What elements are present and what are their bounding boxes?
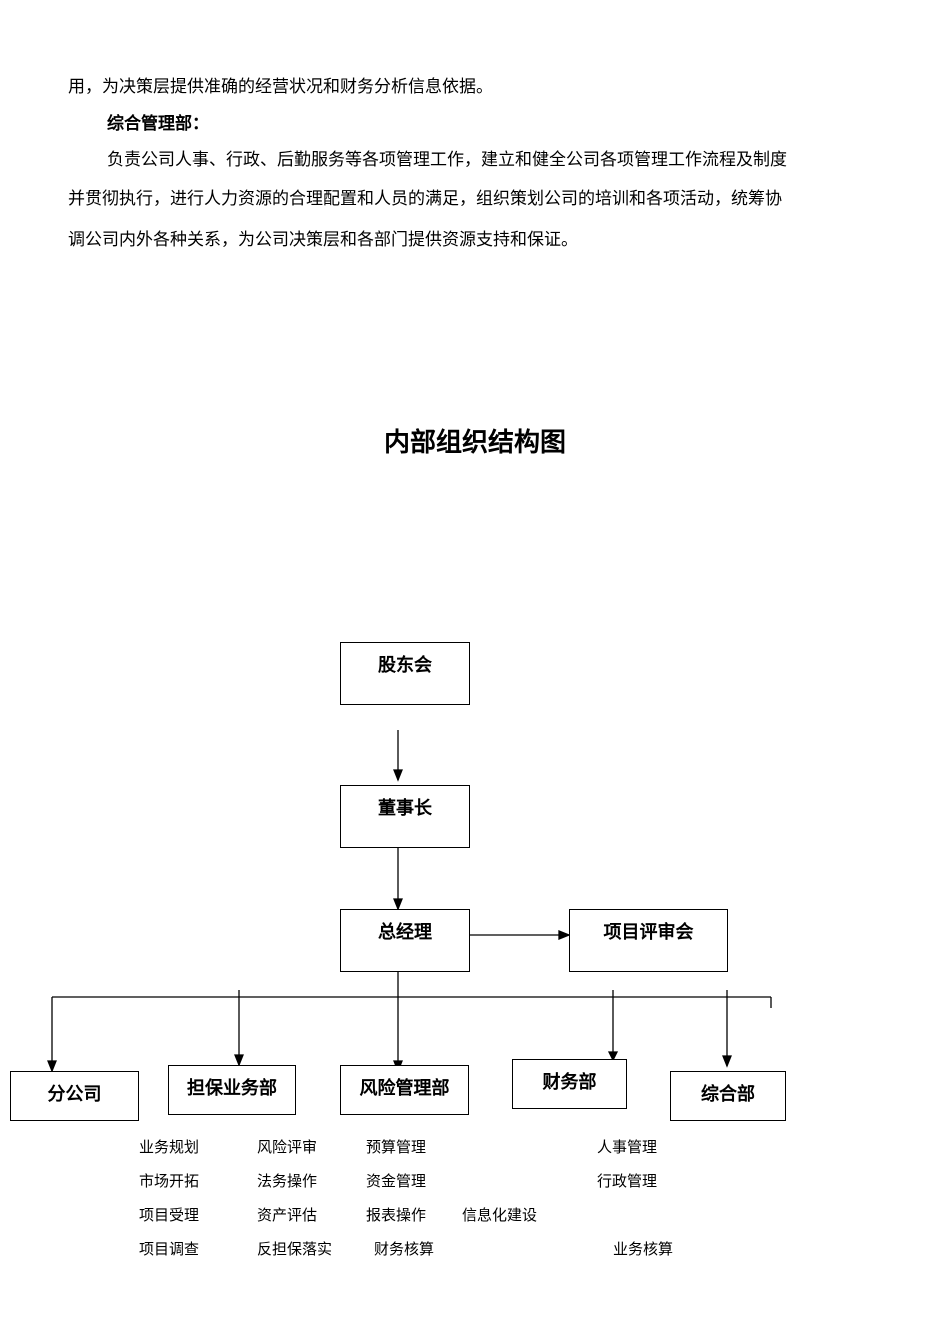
section-heading: 综合管理部： — [107, 114, 209, 134]
paragraph-line: 负责公司人事、行政、后勤服务等各项管理工作，建立和健全公司各项管理工作流程及制度 — [107, 150, 787, 170]
duty-item: 风险评审 — [257, 1138, 318, 1156]
org-chart-title: 内部组织结构图 — [383, 428, 566, 458]
duty-item: 反担保落实 — [257, 1240, 333, 1258]
duty-item: 人事管理 — [597, 1138, 658, 1156]
duty-item: 市场开拓 — [139, 1172, 200, 1190]
node-label: 总经理 — [378, 922, 432, 943]
node-admin-dept: 综合部 — [670, 1071, 786, 1121]
duty-item: 资产评估 — [257, 1206, 318, 1224]
duty-item: 业务核算 — [613, 1240, 674, 1258]
node-label: 综合部 — [701, 1084, 755, 1105]
node-shareholders: 股东会 — [340, 642, 470, 705]
duty-item: 法务操作 — [257, 1172, 318, 1190]
node-label: 项目评审会 — [603, 922, 694, 943]
node-label: 分公司 — [47, 1084, 102, 1105]
duty-item: 财务核算 — [374, 1240, 435, 1258]
node-risk-dept: 风险管理部 — [340, 1065, 469, 1115]
node-project-review: 项目评审会 — [569, 909, 728, 972]
duty-item: 预算管理 — [366, 1138, 427, 1156]
duty-item: 资金管理 — [366, 1172, 427, 1190]
node-guarantee-dept: 担保业务部 — [168, 1065, 296, 1115]
node-finance-dept: 财务部 — [512, 1059, 627, 1109]
paragraph-line: 用，为决策层提供准确的经营状况和财务分析信息依据。 — [68, 77, 493, 97]
duty-item: 报表操作 — [366, 1206, 427, 1224]
node-label: 股东会 — [378, 655, 432, 676]
paragraph-line: 并贯彻执行，进行人力资源的合理配置和人员的满足，组织策划公司的培训和各项活动，统… — [68, 189, 782, 209]
duty-item: 信息化建设 — [462, 1206, 538, 1224]
node-branch: 分公司 — [10, 1071, 139, 1121]
duty-item: 行政管理 — [597, 1172, 658, 1190]
node-chairman: 董事长 — [340, 785, 470, 848]
paragraph-line: 调公司内外各种关系，为公司决策层和各部门提供资源支持和保证。 — [68, 230, 578, 250]
node-label: 风险管理部 — [359, 1078, 450, 1099]
node-label: 财务部 — [542, 1072, 597, 1093]
node-general-manager: 总经理 — [340, 909, 470, 972]
duty-item: 业务规划 — [139, 1138, 200, 1156]
duty-item: 项目受理 — [139, 1206, 200, 1224]
node-label: 担保业务部 — [187, 1078, 277, 1099]
duty-item: 项目调查 — [139, 1240, 200, 1258]
node-label: 董事长 — [378, 798, 432, 819]
